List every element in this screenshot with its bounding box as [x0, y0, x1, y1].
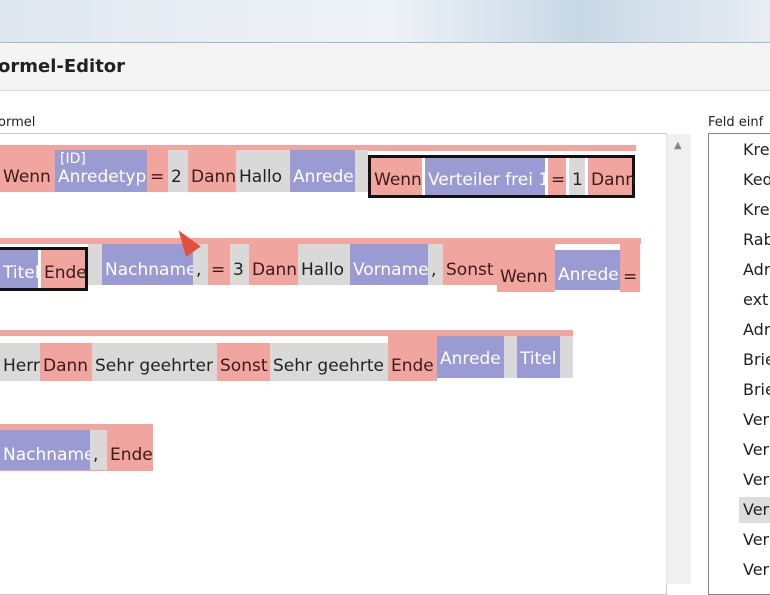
- token-operator[interactable]: =: [548, 158, 566, 195]
- field-list-item[interactable]: Adr: [743, 320, 770, 339]
- field-list-item[interactable]: Ver: [743, 410, 770, 429]
- token-keyword[interactable]: Wenn: [0, 150, 55, 192]
- token-text[interactable]: 2: [168, 150, 188, 192]
- token-text[interactable]: ,: [90, 430, 107, 470]
- dialog-title: ormel-Editor: [0, 56, 126, 77]
- token-keyword[interactable]: Ende: [107, 424, 153, 470]
- token-keyword[interactable]: Sonst: [443, 244, 497, 285]
- token-keyword[interactable]: Dann: [188, 150, 236, 192]
- token-keyword[interactable]: Dann: [588, 158, 636, 195]
- token-text[interactable]: Herr: [0, 343, 40, 381]
- token-text[interactable]: Sehr geehrte: [270, 343, 388, 381]
- field-list-item[interactable]: Ver: [743, 530, 770, 549]
- token-field[interactable]: Nachname: [0, 430, 94, 470]
- field-list-item[interactable]: Adr: [743, 260, 770, 279]
- token-field[interactable]: Verteiler frei 1: [425, 158, 549, 195]
- token-spacer[interactable]: [560, 336, 573, 378]
- token-text[interactable]: Hallo: [236, 150, 290, 192]
- token-field[interactable]: Anrede: [290, 150, 355, 192]
- field-list-item[interactable]: Ver: [743, 470, 770, 489]
- field-list-item[interactable]: Brie: [743, 380, 770, 399]
- token-spacer[interactable]: [355, 150, 368, 192]
- field-list-item[interactable]: Ver: [743, 440, 770, 459]
- token-text[interactable]: Sehr geehrter: [92, 343, 217, 381]
- title-bar: [0, 43, 770, 91]
- field-insert-label: Feld einf: [708, 115, 764, 130]
- field-list-item[interactable]: ext: [743, 290, 769, 309]
- token-keyword[interactable]: Wenn: [497, 244, 555, 292]
- scroll-up-icon[interactable]: ▲: [674, 140, 682, 151]
- selected-group[interactable]: [368, 155, 635, 198]
- token-field[interactable]: [ID]Anredetyp: [55, 150, 147, 192]
- token-spacer[interactable]: [88, 244, 102, 285]
- field-list-item[interactable]: Ver: [743, 560, 770, 579]
- token-operator[interactable]: =: [147, 150, 168, 192]
- field-list-item[interactable]: Ked: [743, 170, 770, 189]
- token-keyword[interactable]: Wenn: [371, 158, 422, 195]
- field-list-item[interactable]: Kre: [743, 140, 770, 159]
- token-field[interactable]: Vorname: [350, 244, 429, 285]
- token-text[interactable]: Hallo: [298, 244, 350, 285]
- token-field[interactable]: Anrede: [437, 336, 504, 378]
- selected-group[interactable]: [0, 247, 88, 291]
- token-keyword[interactable]: Ende: [41, 250, 87, 288]
- window-background: [0, 0, 770, 43]
- token-text[interactable]: 1: [569, 158, 585, 195]
- token-field[interactable]: Titel: [517, 336, 560, 378]
- token-field-prefix: [ID]: [60, 151, 86, 167]
- editor-scrollbar[interactable]: ▲: [666, 134, 691, 584]
- block-band: [0, 145, 636, 151]
- token-text[interactable]: ,: [428, 244, 443, 285]
- token-text[interactable]: 3: [230, 244, 249, 285]
- block-band: [0, 330, 573, 336]
- token-field[interactable]: Nachname: [102, 244, 196, 285]
- token-keyword[interactable]: Ende: [388, 336, 437, 381]
- field-list-item[interactable]: Kre: [743, 200, 770, 219]
- token-keyword[interactable]: Sonst: [217, 343, 270, 381]
- formula-label: ormel: [0, 115, 36, 130]
- token-field-label: Anredetyp: [58, 167, 147, 187]
- field-list-item[interactable]: Rab: [743, 230, 770, 249]
- token-text[interactable]: ,: [193, 244, 208, 285]
- block-band: [0, 238, 641, 244]
- token-field[interactable]: Anrede: [555, 250, 620, 290]
- token-spacer[interactable]: [504, 336, 517, 378]
- token-field[interactable]: Titel: [0, 250, 39, 288]
- token-operator[interactable]: =: [208, 244, 230, 285]
- token-keyword[interactable]: Dann: [249, 244, 298, 285]
- field-list-item[interactable]: Brie: [743, 350, 770, 369]
- token-operator[interactable]: =: [620, 244, 640, 292]
- token-keyword[interactable]: Dann: [40, 343, 92, 381]
- field-list-item[interactable]: Ver: [739, 497, 770, 523]
